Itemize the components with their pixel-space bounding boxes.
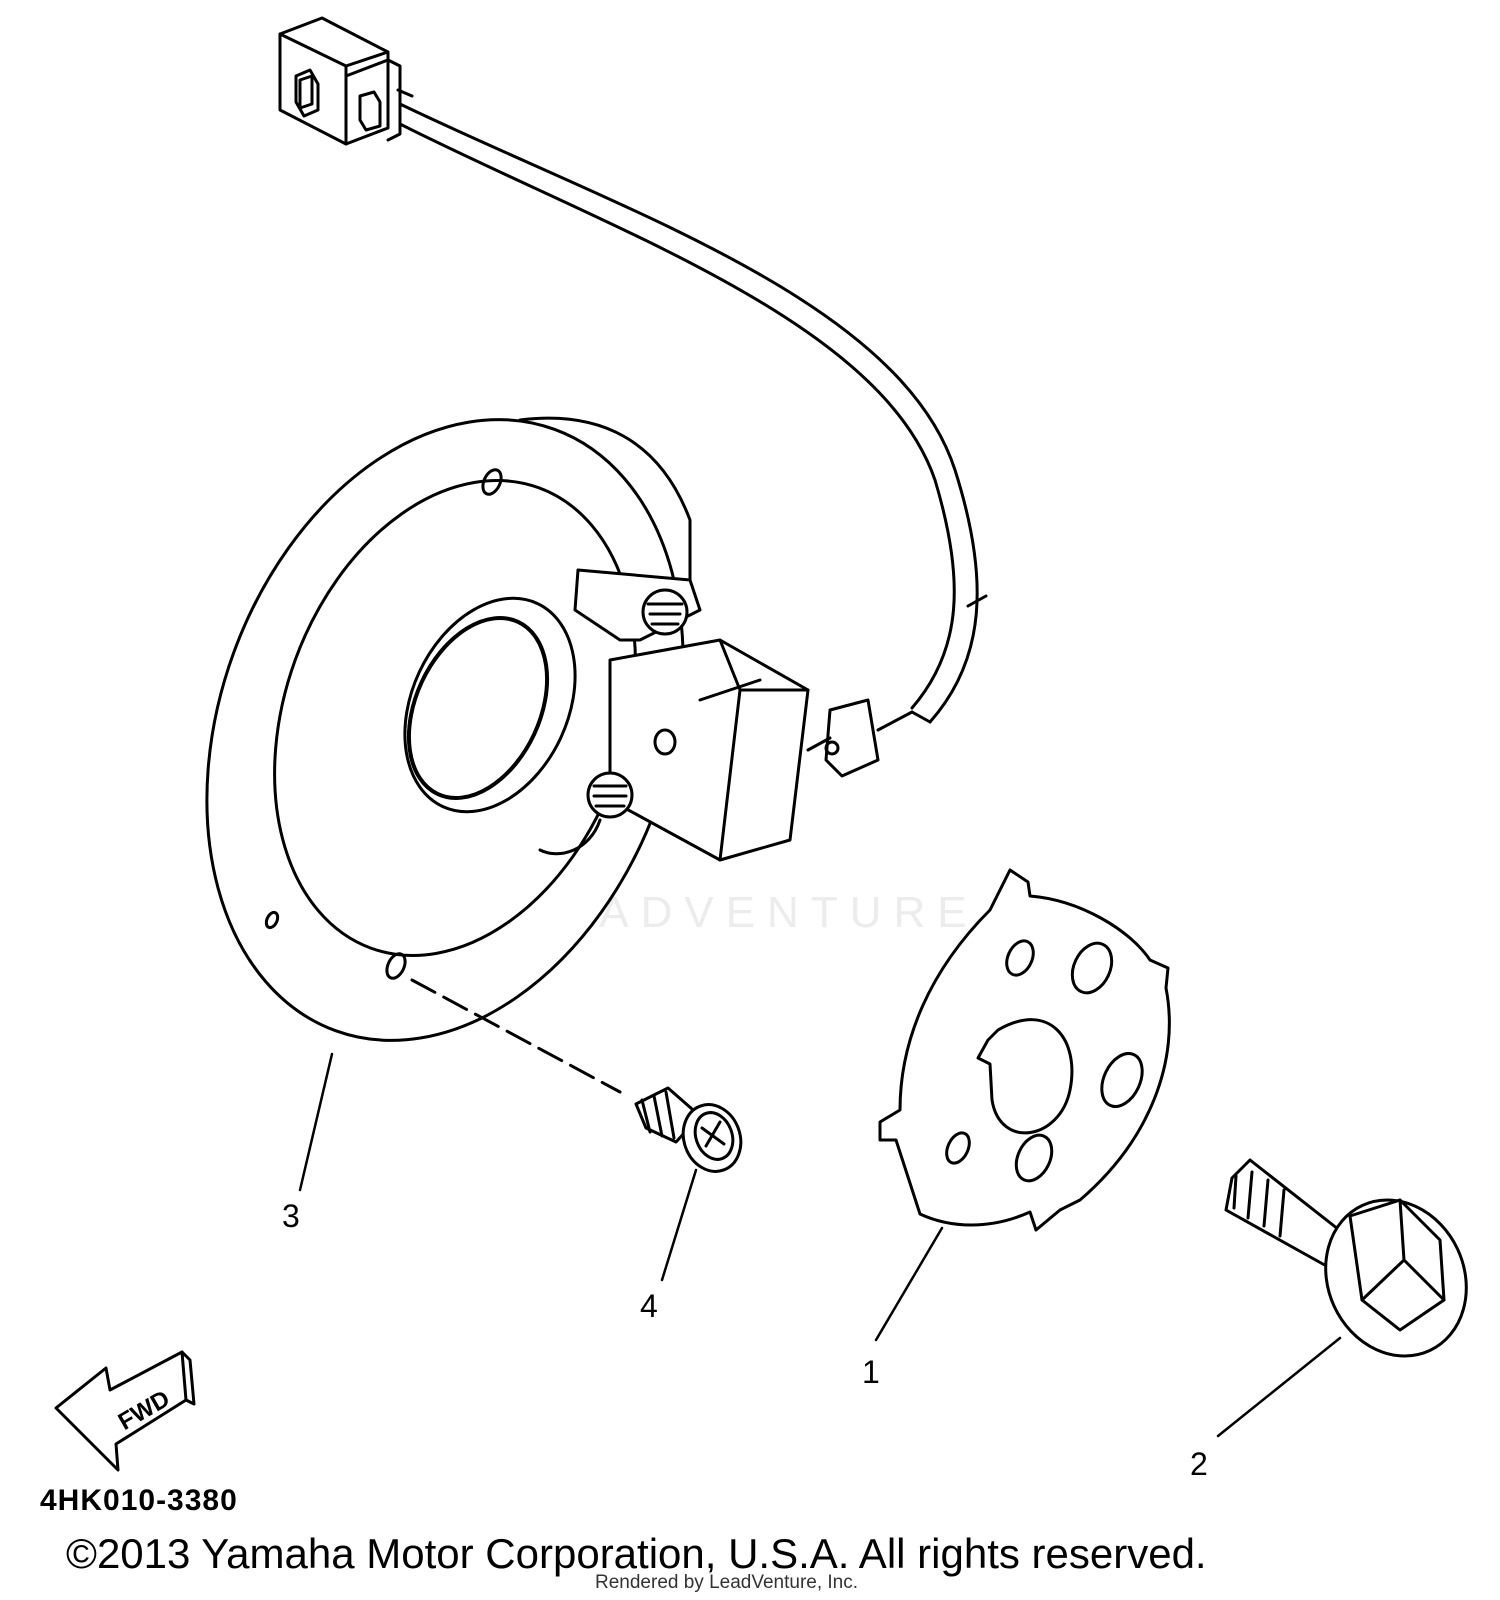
pickup-plate <box>205 416 692 1042</box>
wire-connector <box>278 16 414 146</box>
callout-4: 4 <box>640 1288 658 1324</box>
screw-leader-dashed <box>410 978 622 1094</box>
leader-line-1 <box>874 1226 944 1342</box>
screw-part-4 <box>634 1086 743 1173</box>
fwd-arrow: FWD <box>54 1350 196 1472</box>
copyright-notice: ©2013 Yamaha Motor Corporation, U.S.A. A… <box>66 1530 1207 1577</box>
leader-line-3 <box>298 1052 334 1192</box>
callout-2: 2 <box>1190 1446 1208 1482</box>
bolt-part-2 <box>1224 1158 1468 1358</box>
wire-harness <box>398 102 988 724</box>
diagram-code: 4HK010-3380 <box>40 1484 238 1517</box>
callout-3: 3 <box>282 1198 300 1234</box>
pickup-coil <box>538 568 914 862</box>
callout-1: 1 <box>862 1354 880 1390</box>
leader-line-2 <box>1216 1336 1342 1438</box>
leader-line-4 <box>660 1168 698 1282</box>
rotor-plate <box>878 868 1171 1232</box>
rendered-by-credit: Rendered by LeadVenture, Inc. <box>595 1572 859 1594</box>
